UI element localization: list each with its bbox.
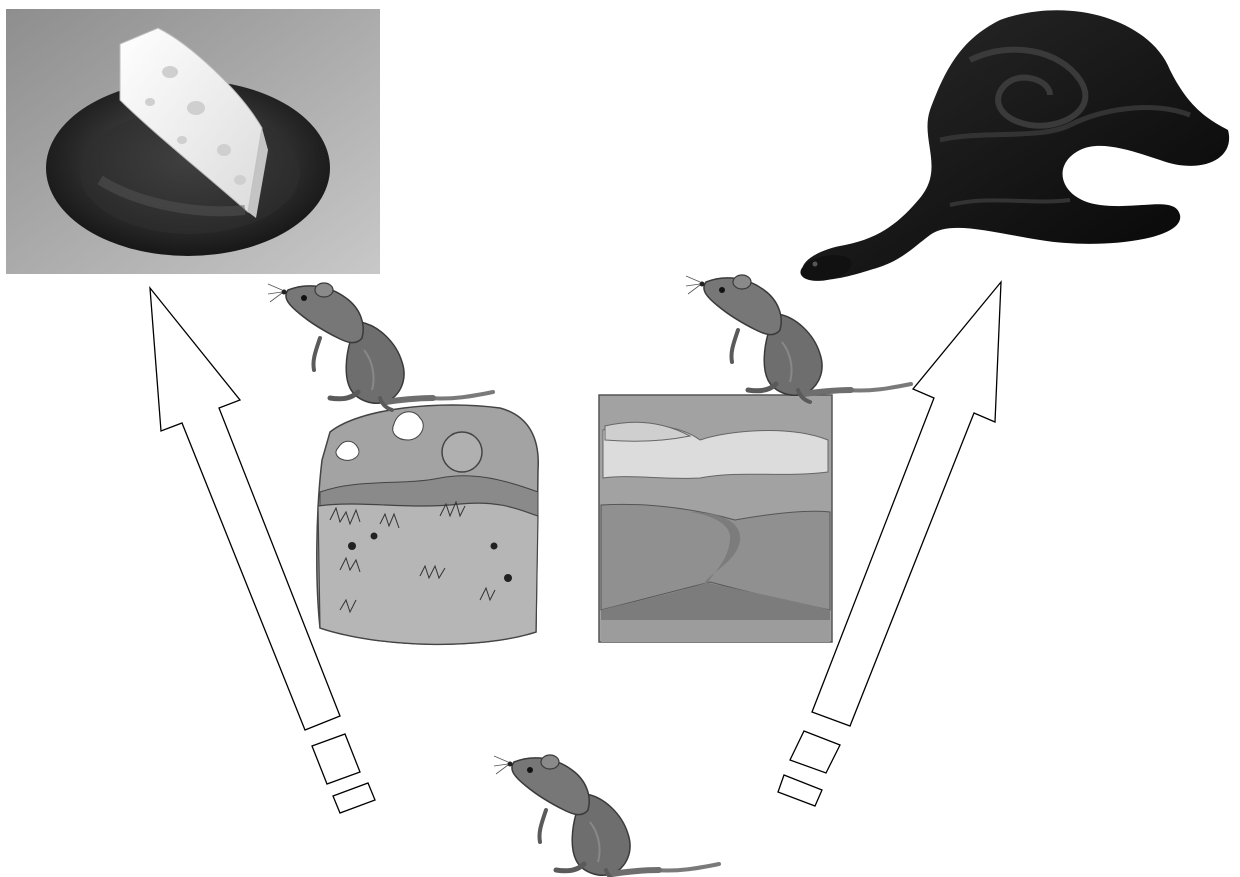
cheese-photo	[6, 9, 380, 274]
rat-figure-bottom	[494, 755, 719, 877]
rat-figure-right	[686, 275, 911, 402]
rat-figure-left	[268, 283, 493, 410]
river-landscape	[599, 395, 832, 642]
snake-photo	[798, 10, 1229, 285]
grassland-landscape	[317, 405, 538, 644]
